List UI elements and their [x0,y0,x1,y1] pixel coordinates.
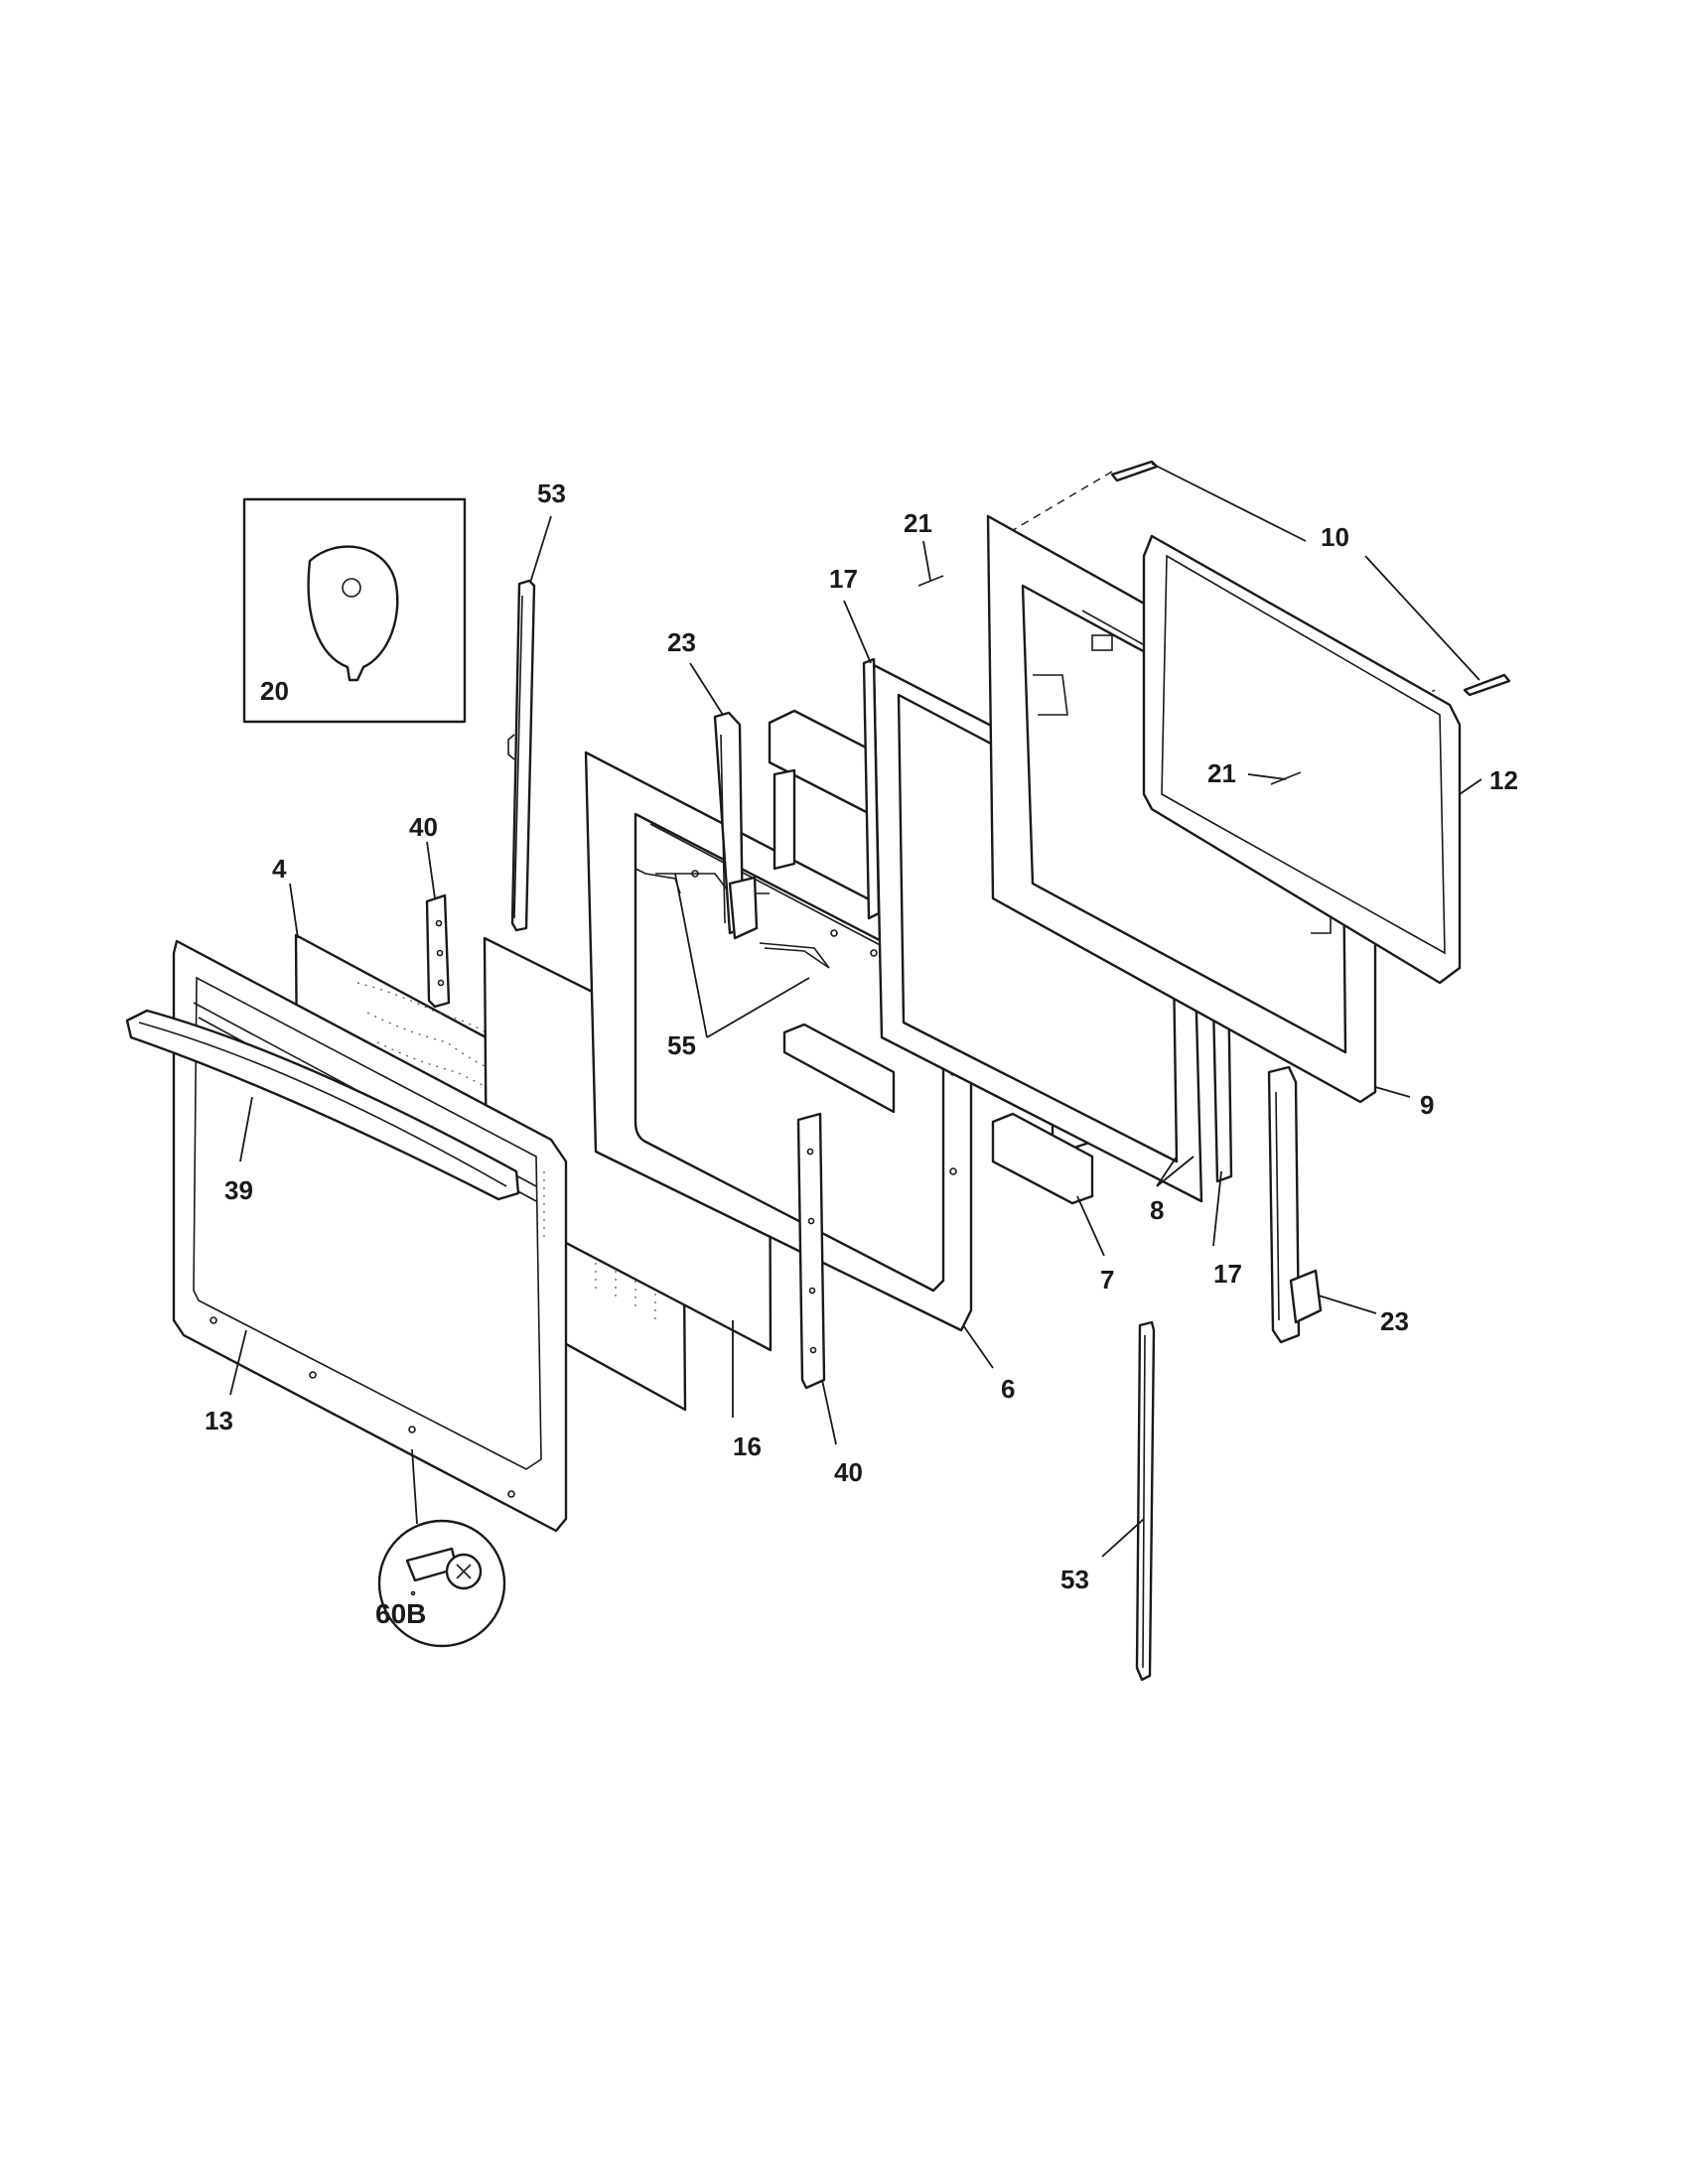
callout-labels: 53 20 40 4 39 13 60B 23 55 16 40 6 17 21… [205,478,1518,1629]
callout-53-bottom: 53 [1060,1565,1089,1594]
callout-16: 16 [733,1432,762,1461]
callout-21-mid: 21 [1207,758,1236,788]
callout-20: 20 [260,676,289,706]
callout-53-top: 53 [537,478,566,508]
callout-8: 8 [1150,1195,1164,1225]
part-40-left-bracket [425,893,451,1009]
callout-40-bottom: 40 [834,1457,863,1487]
part-39-handle [125,1009,520,1201]
part-23-hinge-top [713,711,759,940]
callout-21-top: 21 [904,508,932,538]
callout-7: 7 [1100,1265,1114,1295]
callout-10: 10 [1321,522,1349,552]
part-21-screws [917,575,1302,785]
callout-13: 13 [205,1406,233,1435]
callout-17-top: 17 [829,564,858,594]
callout-4: 4 [272,854,287,884]
callout-60b: 60B [375,1598,426,1629]
callout-39: 39 [224,1175,253,1205]
part-6-inner-frame [584,751,973,1332]
screw-axis-top [1002,471,1113,537]
callout-9: 9 [1420,1090,1434,1120]
part-12-gasket [1142,534,1462,985]
callout-55: 55 [667,1030,696,1060]
part-53-top-strip [507,579,536,932]
part-40-bottom-bracket [796,1112,826,1390]
callout-17-bottom: 17 [1213,1259,1242,1289]
callout-40-left: 40 [409,812,438,842]
inset-box-part-20 [242,497,467,724]
callout-12: 12 [1489,765,1518,795]
callout-23-bottom: 23 [1380,1306,1409,1336]
part-53-bottom-strip [1135,1320,1156,1682]
callout-23-top: 23 [667,627,696,657]
part-23-hinge-bottom [1267,1065,1323,1344]
callout-6: 6 [1001,1374,1015,1404]
leader-lines [229,463,1482,1558]
part-60b-screw-detail [377,1519,506,1648]
